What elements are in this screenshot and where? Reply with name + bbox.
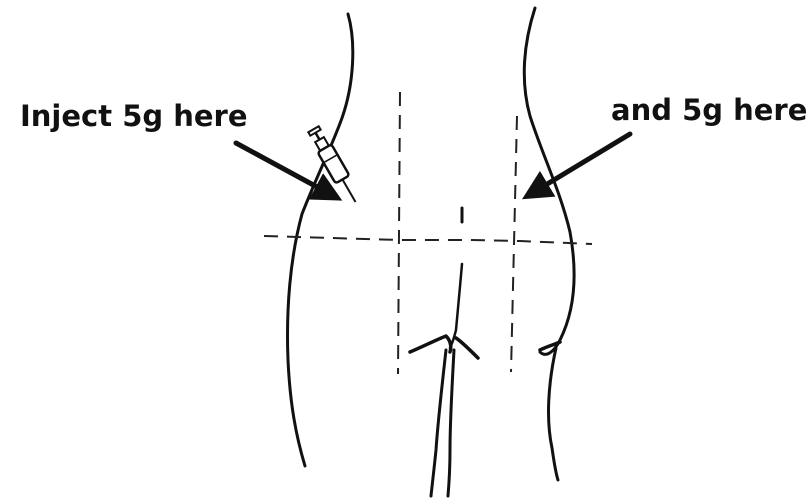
body-outline-left — [288, 14, 353, 466]
arrow-icon — [236, 143, 330, 194]
dashed-line-vertical-left — [398, 92, 400, 374]
dashed-line-horizontal — [264, 236, 592, 244]
buttock-fold-right — [456, 338, 478, 358]
dashed-line-vertical-right — [511, 116, 517, 372]
inner-leg-right — [448, 350, 454, 496]
gluteal-cleft — [450, 264, 462, 348]
inner-leg-left — [431, 350, 446, 496]
right-thigh — [549, 348, 558, 480]
